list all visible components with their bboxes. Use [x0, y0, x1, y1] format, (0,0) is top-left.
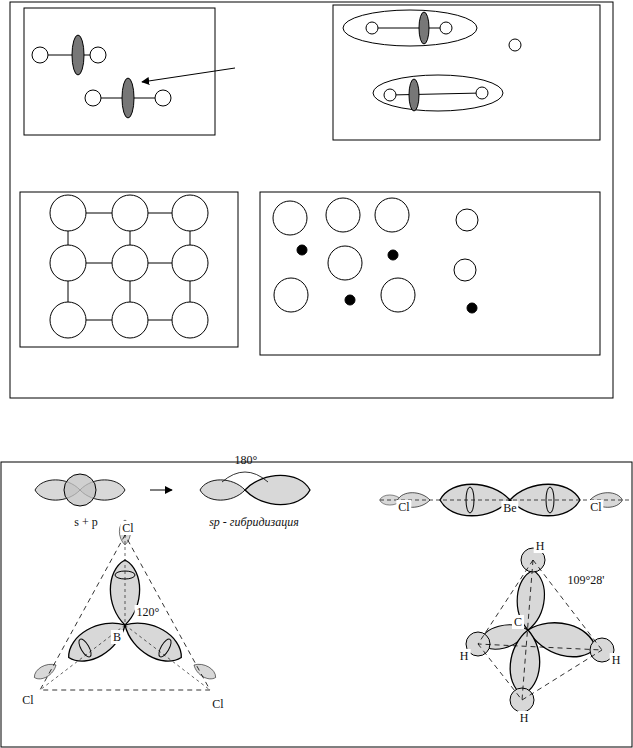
orbital-caption: s + p [72, 515, 99, 529]
atom-label: H [518, 711, 531, 725]
angle-label: 120° [135, 605, 162, 619]
angle-label: 109°28' [566, 573, 607, 587]
atom-label: Cl [396, 500, 411, 514]
atom-label: Cl [120, 521, 135, 535]
atom-label: H [458, 649, 471, 663]
angle-label: 180° [233, 453, 260, 467]
atom-label: H [610, 653, 623, 667]
molecule-panel [10, 2, 613, 398]
atom-label: Be [501, 501, 518, 515]
atom-label: C [512, 615, 524, 629]
atom-label: H [534, 539, 547, 553]
atom-label: Cl [588, 500, 603, 514]
orbital-panel [1, 462, 632, 747]
atom-label: Cl [20, 693, 35, 707]
atom-label: B [111, 630, 123, 644]
atom-label: Cl [210, 697, 225, 711]
orbital-caption: sp - гибридизация [207, 515, 301, 529]
